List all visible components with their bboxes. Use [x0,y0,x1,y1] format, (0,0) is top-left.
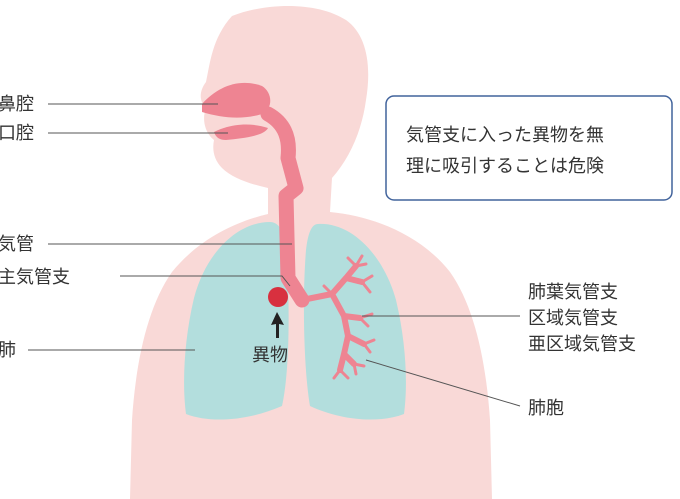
right-lung [184,222,289,420]
label-nasal-cavity: 鼻腔 [0,94,34,115]
oral-cavity-shape [214,124,268,140]
label-segmental-bronchus: 区域気管支 [528,308,618,329]
label-oral-cavity: 口腔 [0,123,34,144]
nasal-cavity-shape [202,82,271,118]
left-lung [303,223,406,420]
bronchial-tree [299,263,367,373]
label-lobar-bronchus: 肺葉気管支 [528,282,618,303]
leader-alveoli [365,359,521,407]
leader-main-bronchus [120,275,291,287]
label-trachea: 気管 [0,234,34,255]
label-foreign-body: 異物 [252,345,288,366]
label-alveoli: 肺胞 [528,398,564,419]
caution-note-box [385,95,673,201]
label-main-bronchus: 主気管支 [0,267,70,288]
caution-note-line1: 気管支に入った異物を無 [406,125,604,146]
foreign-body-dot [268,287,288,307]
bronchial-tips [322,254,376,380]
label-lung: 肺 [0,340,16,361]
caution-note-line2: 理に吸引することは危険 [406,156,604,177]
label-subsegmental-bronchus: 亜区域気管支 [528,334,636,355]
foreign-body-arrow [271,312,284,338]
trachea-shape [260,106,310,308]
